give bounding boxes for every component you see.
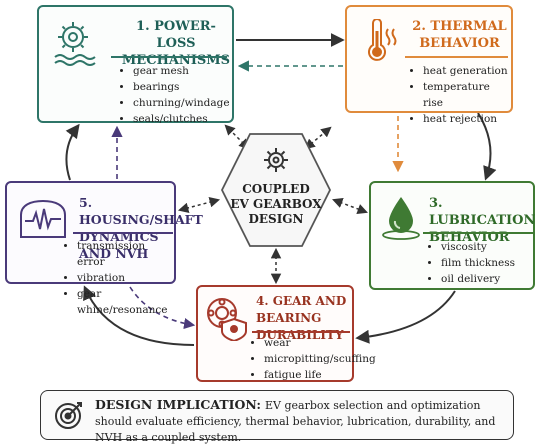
housing-vibration-icon [20,199,66,238]
oil-drop-icon [382,197,420,240]
design-implication-body: EV gearbox selection and optimization sh… [95,399,496,444]
arrow-lubrication-to-durability [355,290,456,344]
lubrication-title-line-1: 3. Lubrication [429,196,536,228]
center-node: Coupled EV Gearbox Design [220,132,332,248]
gear-waves-icon [54,22,96,66]
power-loss-title: 1. Power-Loss Mechanisms [121,18,231,69]
lubrication-divider [423,232,533,234]
link-center-housing [177,197,221,213]
list-item: gear mesh [133,63,230,79]
list-item: gear whine/resonance [77,286,174,318]
link-center-lubrication [332,198,368,214]
durability-title-line-1: 4. Gear and [256,294,347,308]
link-center-power [224,124,250,150]
list-item: bearings [133,79,230,95]
design-implication-text: Design Implication:EV gearbox selection … [95,397,505,446]
arrow-housing-to-power [65,123,80,181]
list-item: vibration [77,270,174,286]
arrow-durability-to-housing [83,285,195,346]
durability-items: wear micropitting/scuffing fatigue life [250,335,376,383]
arrow-housing-to-durability [129,286,196,330]
housing-items: transmission error vibration gear whine/… [63,238,174,318]
list-item: heat rejection [423,111,511,127]
list-item: fatigue life [264,367,376,383]
thermal-divider [405,56,508,58]
lubrication-title-line-2: Behavior [429,230,510,245]
list-item: temperature rise [423,79,511,111]
power-loss-title-line-1: 1. Power-Loss [136,19,216,51]
lubrication-items: viscosity film thickness oil delivery [427,239,515,287]
list-item: viscosity [441,239,515,255]
power-loss-divider [111,56,227,58]
list-item: seals/clutches [133,111,230,127]
target-icon [55,402,82,429]
housing-title: 5. Housing/Shaft Dynamics and NVH [79,194,203,262]
list-item: heat generation [423,63,511,79]
list-item: transmission error [77,238,174,270]
center-line-2: EV Gearbox [230,197,322,211]
link-center-thermal [304,126,332,150]
center-line-3: Design [248,212,304,226]
thermal-title-line-2: Behavior [419,36,500,51]
thermal-title-line-1: 2. Thermal [412,19,507,34]
list-item: micropitting/scuffing [264,351,376,367]
center-hexagon [220,133,332,247]
gear-icon [264,148,288,172]
housing-divider [73,232,173,234]
lubrication-title: 3. Lubrication Behavior [429,195,536,246]
center-line-1: Coupled [242,182,310,196]
thermal-items: heat generation temperature rise heat re… [409,63,511,127]
list-item: oil delivery [441,271,515,287]
housing-title-line-1: 5. Housing/Shaft [79,195,203,227]
node-housing: 5. Housing/Shaft Dynamics and NVH transm… [5,181,203,316]
thermometer-heat-icon [368,19,397,61]
design-implication-label: Design Implication: [95,397,262,412]
durability-divider [252,331,350,333]
node-thermal: 2. Thermal Behavior heat generation temp… [345,5,513,125]
arrow-thermal-to-lubrication [477,112,497,181]
list-item: churning/windage [133,95,230,111]
center-title: Coupled EV Gearbox Design [220,182,332,227]
list-item: film thickness [441,255,515,271]
node-durability: 4. Gear and Bearing Durability wear micr… [196,285,376,382]
power-loss-items: gear mesh bearings churning/windage seal… [119,63,230,127]
node-lubrication: 3. Lubrication Behavior viscosity film t… [369,181,535,290]
bearing-shield-icon [207,298,247,341]
thermal-title: 2. Thermal Behavior [407,18,512,52]
list-item: wear [264,335,376,351]
node-power-loss: 1. Power-Loss Mechanisms gear mesh beari… [37,5,234,125]
design-implication-box: Design Implication:EV gearbox selection … [40,390,514,444]
